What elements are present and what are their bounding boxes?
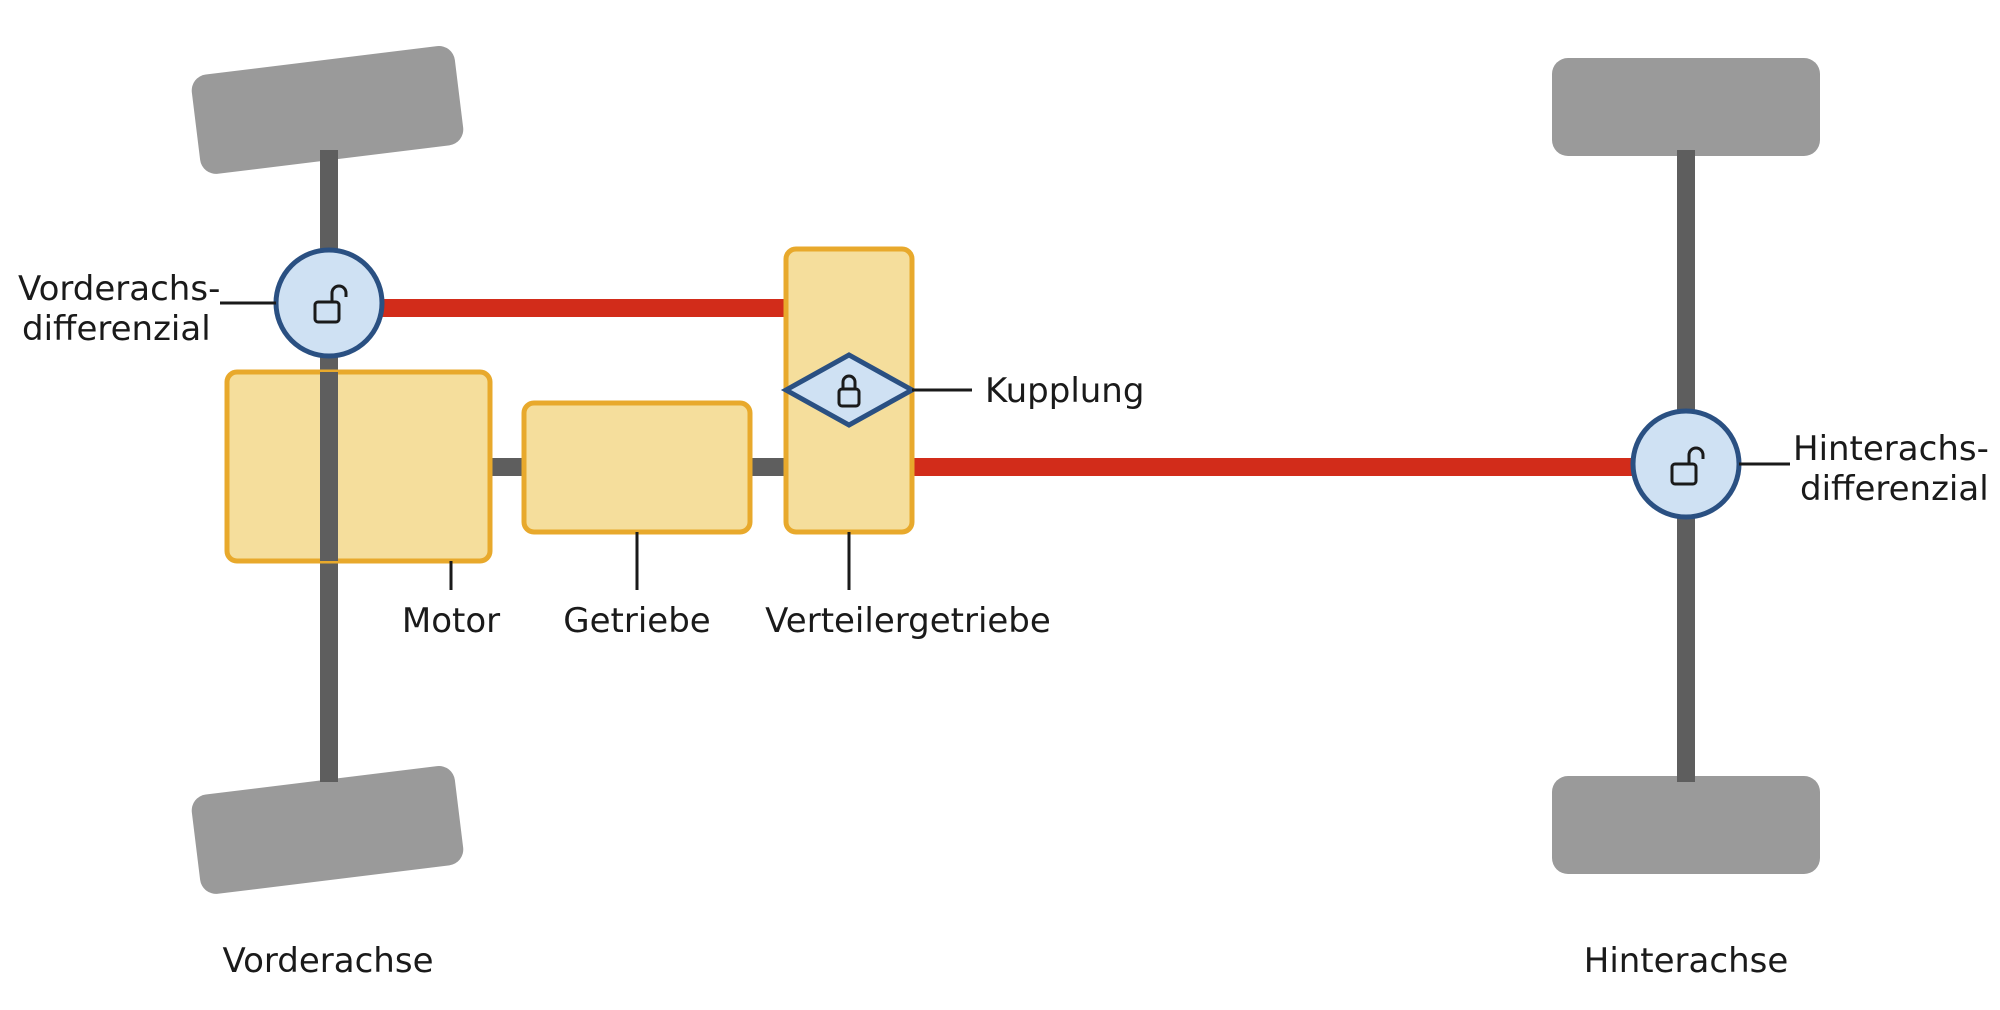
locked-padlock-icon xyxy=(837,374,861,408)
gearbox-block xyxy=(521,400,753,535)
rear-axle-label: Hinterachse xyxy=(1584,941,1789,981)
rear-driveshaft xyxy=(910,458,1635,476)
engine-block xyxy=(224,369,493,564)
front-axle-over-engine xyxy=(320,372,338,561)
front-axle-label: Vorderachse xyxy=(223,941,434,981)
transfer-case-label: Verteilergetriebe xyxy=(765,601,1051,641)
engine-label: Motor xyxy=(402,601,500,641)
rear-differential xyxy=(1630,408,1742,520)
front-diff-label-line1: Vorderachs- xyxy=(18,269,220,309)
front-right-wheel xyxy=(191,765,464,894)
gearbox-transfer-shaft xyxy=(750,458,786,476)
front-diff-label-line2: differenzial xyxy=(22,309,211,349)
gearbox-label: Getriebe xyxy=(563,601,710,641)
rear-right-wheel xyxy=(1552,776,1820,874)
clutch-label: Kupplung xyxy=(985,371,1144,411)
unlocked-padlock-icon xyxy=(1670,446,1705,486)
rear-diff-label-line2: differenzial xyxy=(1800,469,1989,509)
front-driveshaft xyxy=(378,299,788,317)
unlocked-padlock-icon xyxy=(313,284,348,324)
engine-gearbox-shaft xyxy=(490,458,524,476)
rear-diff-label-line1: Hinterachs- xyxy=(1793,429,1989,469)
front-differential xyxy=(273,247,385,359)
rear-left-wheel xyxy=(1552,58,1820,156)
front-left-wheel xyxy=(191,45,464,174)
